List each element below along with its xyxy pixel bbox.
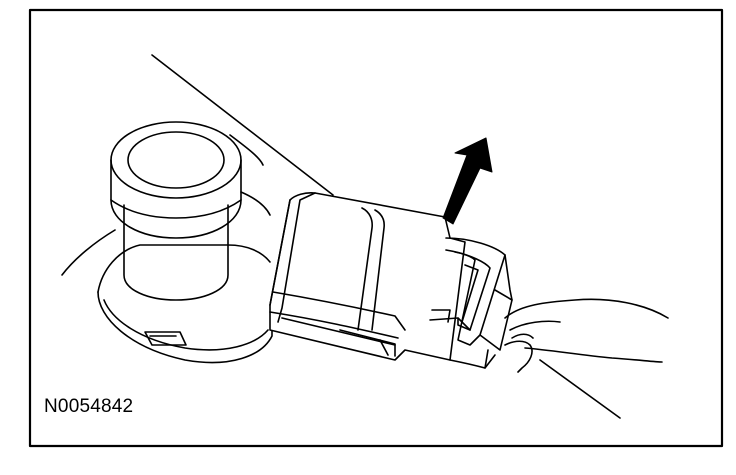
border-frame: [28, 8, 724, 448]
flange-tab: [144, 331, 187, 346]
sensor-flange: [97, 244, 273, 364]
electrical-connector: [269, 192, 513, 369]
housing-edge-top: [151, 54, 334, 196]
pointer-arrow: [442, 137, 493, 225]
housing-edge-mid: [229, 134, 264, 166]
sensor-neck: [110, 121, 271, 301]
housing-edge-left: [61, 229, 116, 276]
technician-hand: [504, 298, 669, 373]
figure-id-label: N0054842: [44, 396, 134, 417]
housing-edge-right: [539, 359, 621, 419]
